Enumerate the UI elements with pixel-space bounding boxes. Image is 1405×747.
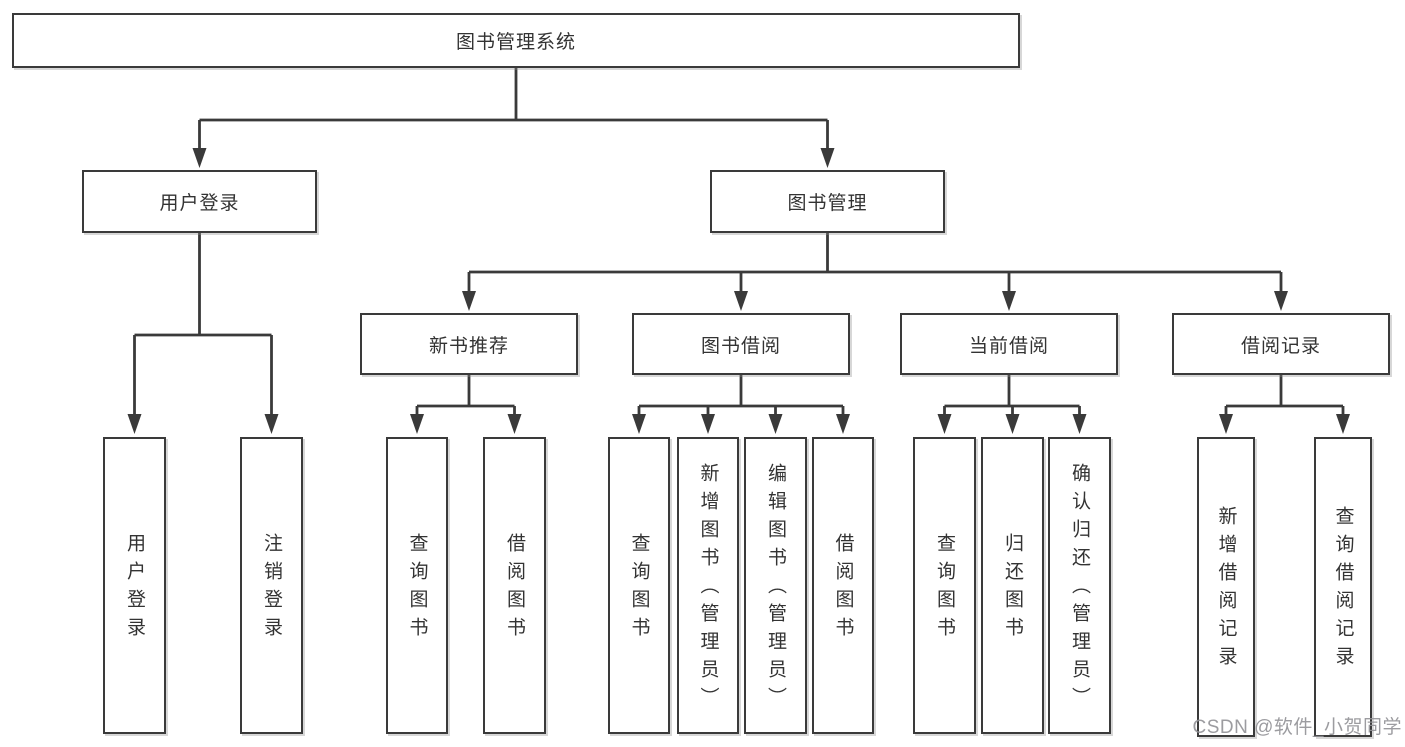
node-new-book-recommendation: 新书推荐 <box>360 313 578 375</box>
leaf-query-books-current: 查询图书 <box>913 437 976 734</box>
connector-arrowheads <box>127 120 1350 434</box>
node-library-management-system: 图书管理系统 <box>12 13 1020 68</box>
connector-new-book-to-leaves <box>417 375 515 408</box>
node-user-login: 用户登录 <box>82 170 317 233</box>
connector-borrow-record-to-leaves <box>1226 375 1343 408</box>
leaf-add-books-admin: 新增图书（管理员） <box>677 437 739 734</box>
connector-book-borrow-to-leaves <box>639 375 843 408</box>
leaf-logout: 注销登录 <box>240 437 303 734</box>
connector-book-management-to-level3 <box>469 233 1281 274</box>
connector-user-login-to-leaves <box>134 233 272 337</box>
leaf-edit-books-admin: 编辑图书（管理员） <box>744 437 807 734</box>
csdn-watermark: CSDN @软件_小贺同学 <box>1192 717 1402 738</box>
node-book-management: 图书管理 <box>710 170 945 233</box>
node-book-borrowing: 图书借阅 <box>632 313 850 375</box>
leaf-user-login: 用户登录 <box>103 437 166 734</box>
leaf-query-books-borrow: 查询图书 <box>608 437 670 734</box>
leaf-query-borrow-record: 查询借阅记录 <box>1314 437 1372 737</box>
node-current-borrowing: 当前借阅 <box>900 313 1118 375</box>
leaf-borrow-books-recommend: 借阅图书 <box>483 437 546 734</box>
leaf-query-books-recommend: 查询图书 <box>386 437 448 734</box>
connector-spines <box>134 68 1343 408</box>
node-borrowing-records: 借阅记录 <box>1172 313 1390 375</box>
connector-current-borrow-to-leaves <box>944 375 1080 408</box>
leaf-return-books: 归还图书 <box>981 437 1044 734</box>
leaf-confirm-return-admin: 确认归还（管理员） <box>1048 437 1111 734</box>
leaf-add-borrow-record: 新增借阅记录 <box>1197 437 1255 737</box>
connector-root-to-level2 <box>199 68 828 122</box>
leaf-borrow-books: 借阅图书 <box>812 437 874 734</box>
